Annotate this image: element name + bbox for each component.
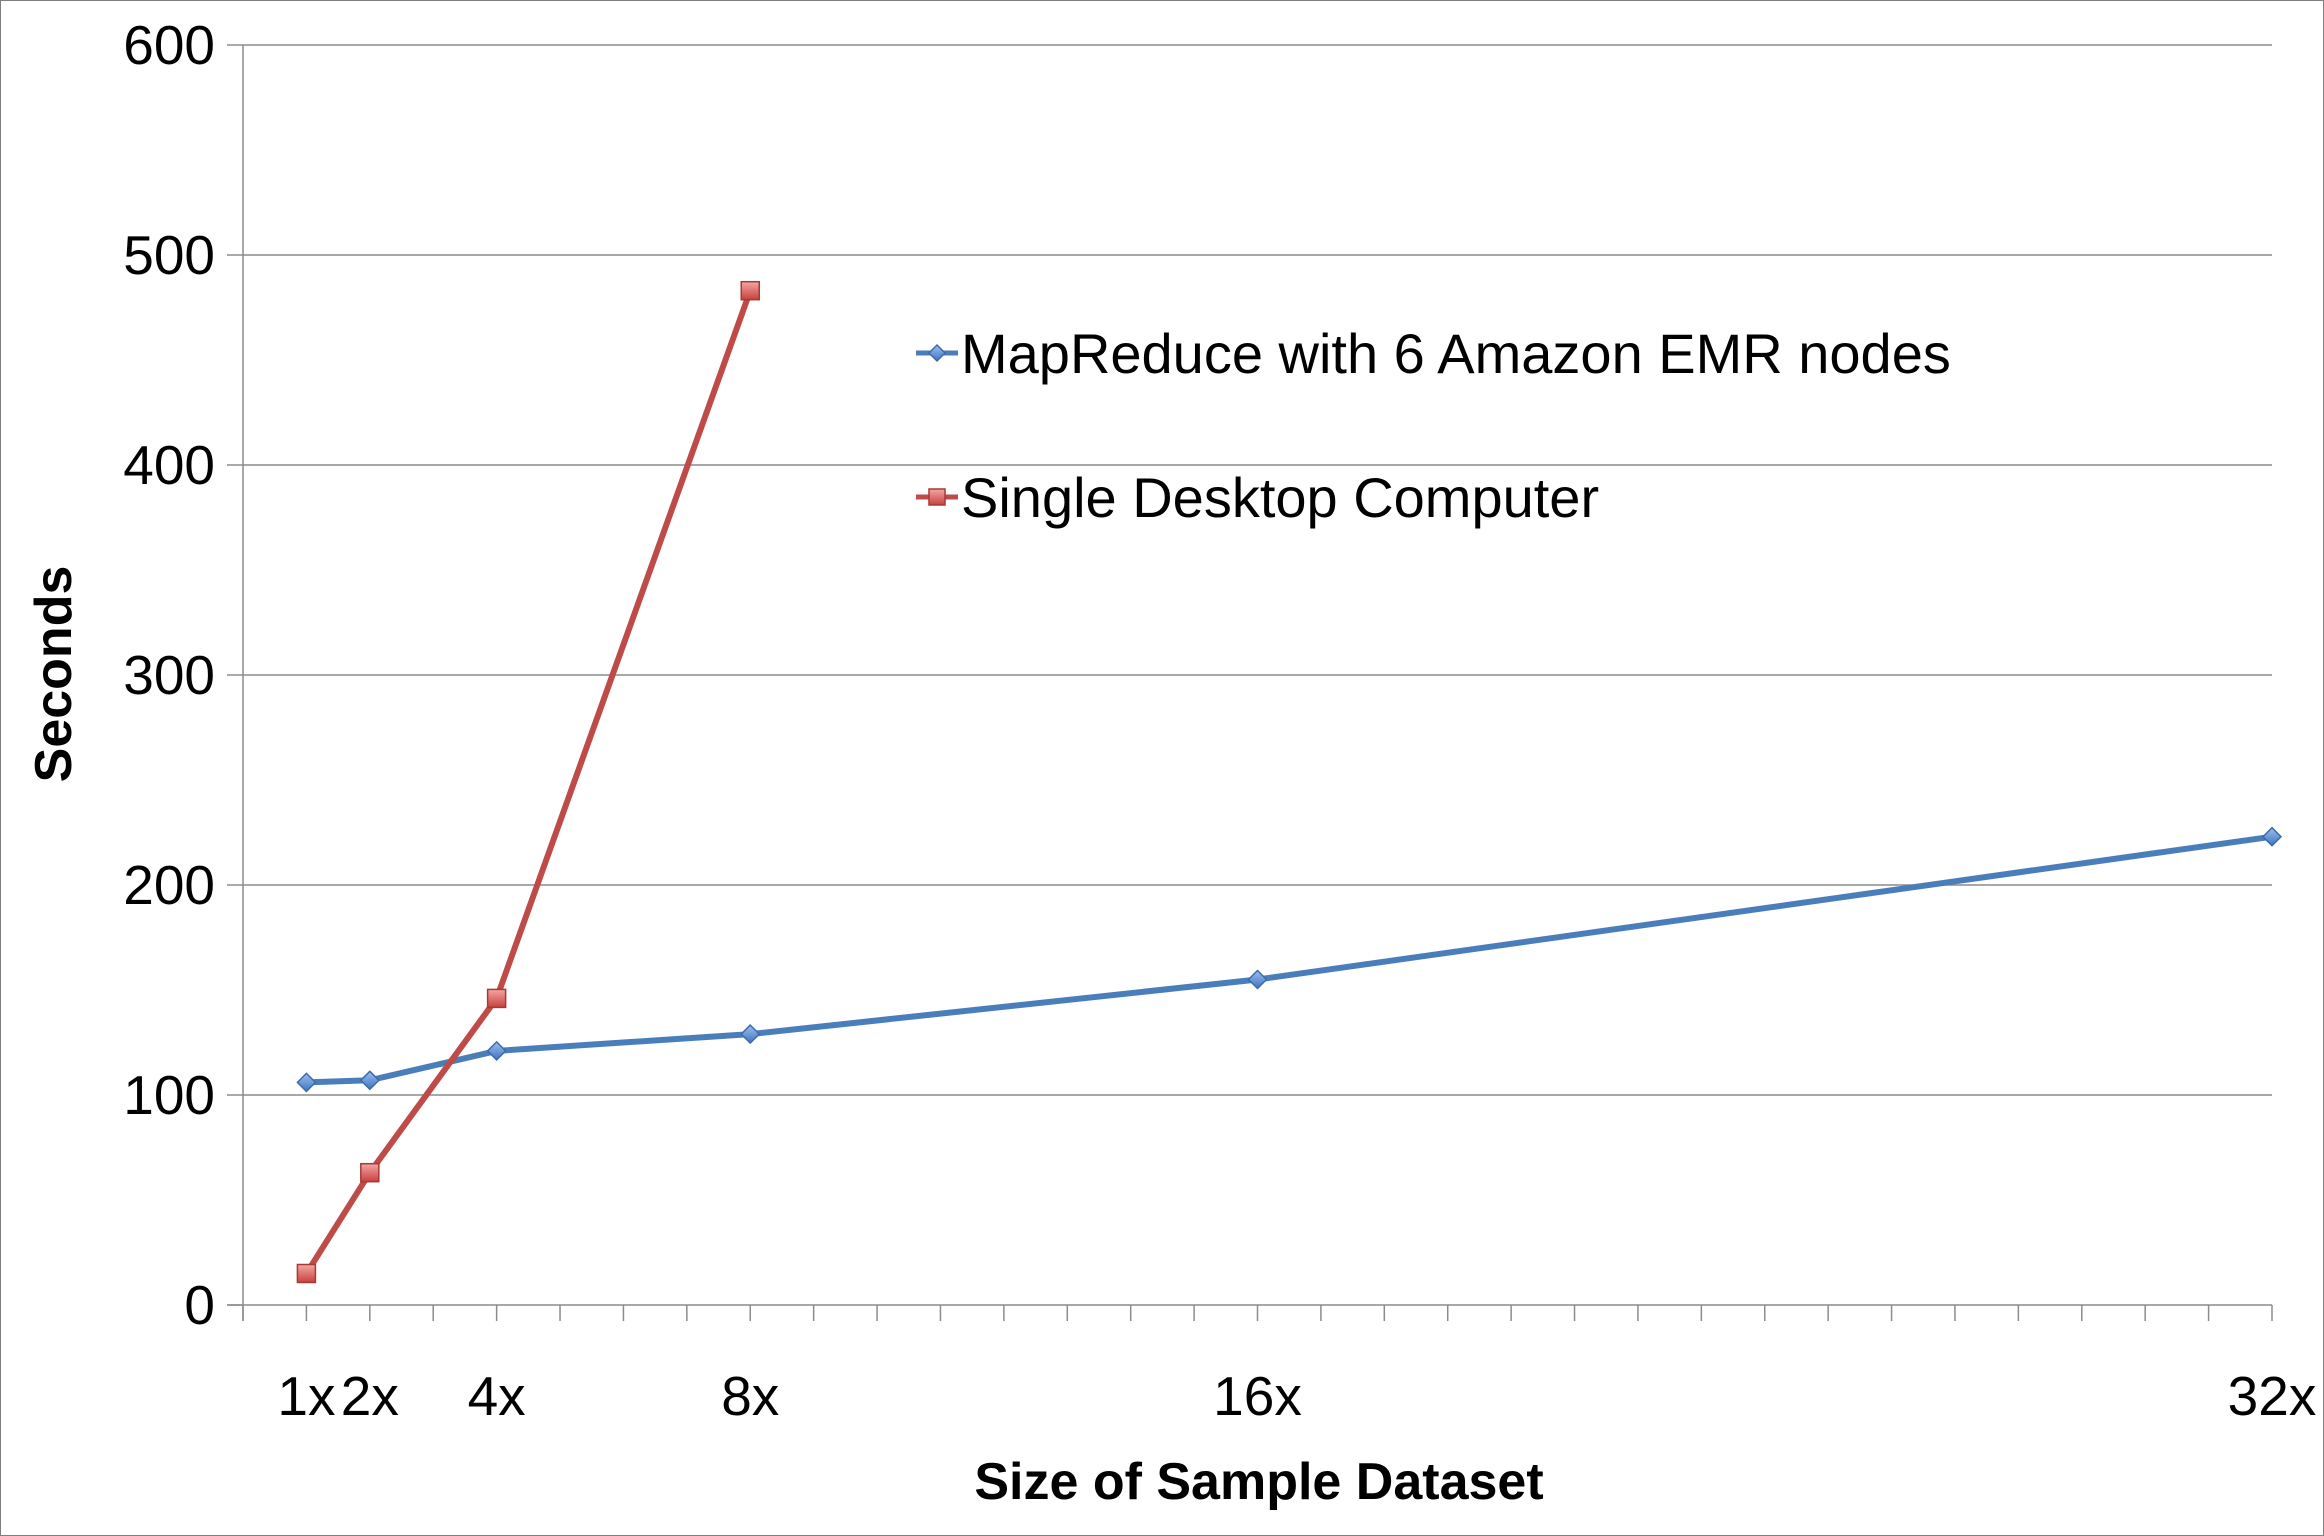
x-tick-label: 2x — [341, 1365, 399, 1427]
y-tick-label: 100 — [123, 1064, 215, 1126]
data-point — [740, 1024, 761, 1045]
data-point — [1247, 969, 1268, 990]
x-tick-label: 1x — [277, 1365, 335, 1427]
data-point — [2261, 826, 2283, 847]
y-tick-label: 200 — [123, 854, 215, 916]
data-point — [359, 1070, 380, 1091]
legend-label: MapReduce with 6 Amazon EMR nodes — [961, 322, 1951, 385]
data-point — [360, 1162, 380, 1183]
x-tick-label: 4x — [468, 1365, 526, 1427]
x-tick-label: 32x — [2228, 1365, 2317, 1427]
y-tick-label: 0 — [184, 1274, 215, 1336]
data-point — [486, 1040, 507, 1061]
series-line — [303, 289, 754, 1276]
y-tick-label: 400 — [123, 434, 215, 496]
data-point — [296, 1263, 317, 1284]
series-mapreduce — [296, 826, 2283, 1093]
grid-lines — [243, 44, 2272, 1096]
x-axis-title: Size of Sample Dataset — [974, 1453, 1543, 1511]
x-tick-label: 16x — [1213, 1365, 1302, 1427]
y-tick-label: 600 — [123, 14, 215, 76]
legend: MapReduce with 6 Amazon EMR nodesSingle … — [916, 322, 1951, 529]
legend-label: Single Desktop Computer — [961, 466, 1599, 529]
y-tick-label: 500 — [123, 224, 215, 286]
data-point — [740, 280, 760, 301]
plot-area — [296, 280, 2283, 1284]
data-point — [486, 988, 507, 1009]
data-point — [296, 1072, 317, 1093]
series-desktop — [296, 280, 760, 1284]
x-tick-label: 8x — [721, 1365, 779, 1427]
y-tick-label: 300 — [123, 644, 215, 706]
legend-item: MapReduce with 6 Amazon EMR nodes — [916, 322, 1951, 385]
legend-marker — [928, 488, 946, 506]
series-line — [306, 833, 2273, 1086]
legend-marker — [927, 343, 947, 363]
legend-item: Single Desktop Computer — [916, 466, 1599, 529]
y-axis-title: Seconds — [25, 566, 83, 783]
